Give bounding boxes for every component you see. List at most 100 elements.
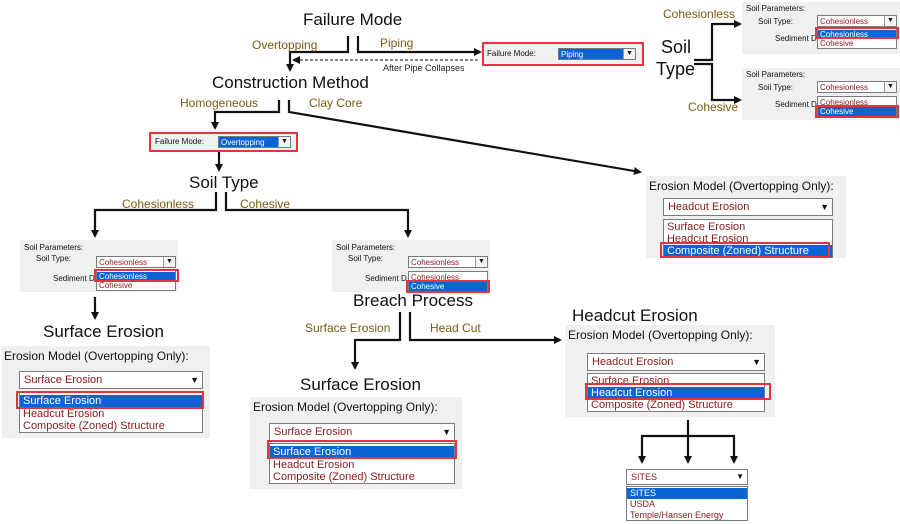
- sediment-label: Sediment D: [775, 100, 817, 109]
- soil-type-label: Soil Type:: [36, 254, 71, 263]
- chevron-down-icon[interactable]: ▼: [736, 472, 744, 481]
- label-overtopping: Overtopping: [252, 38, 318, 52]
- label-clay-core: Clay Core: [309, 96, 363, 110]
- chevron-down-icon[interactable]: ▼: [884, 82, 896, 92]
- chevron-down-icon[interactable]: ▼: [884, 16, 896, 26]
- label-legend-cohesionless: Cohesionless: [663, 7, 736, 21]
- erosion-model-options: Surface Erosion Headcut Erosion Composit…: [663, 219, 833, 258]
- erosion-model-select[interactable]: Surface Erosion ▼: [269, 423, 455, 441]
- soil-params-title: Soil Parameters:: [746, 70, 806, 79]
- failure-mode-value: Overtopping: [221, 138, 265, 147]
- erosion-model-title: Erosion Model (Overtopping Only):: [568, 328, 753, 342]
- soil-type-value: Cohesionless: [411, 258, 460, 267]
- soil-type-label: Soil Type:: [758, 17, 793, 26]
- option-temple-hansen[interactable]: Temple/Hansen Energy: [630, 510, 724, 520]
- option-cohesionless[interactable]: Cohesionless: [820, 98, 869, 107]
- node-headcut-erosion: Headcut Erosion: [572, 306, 698, 325]
- soil-type-label: Soil Type:: [758, 83, 793, 92]
- option-cohesive[interactable]: Cohesive: [818, 107, 896, 116]
- sediment-label: Sediment D: [53, 274, 95, 283]
- node-failure-mode: Failure Mode: [303, 10, 403, 29]
- edge-sites-1: [638, 420, 690, 464]
- soil-type-select[interactable]: Cohesionless ▼: [817, 15, 897, 27]
- node-surface-erosion-left: Surface Erosion: [43, 322, 164, 341]
- soil-type-value: Cohesionless: [820, 83, 869, 92]
- erosion-model-headcut: Erosion Model (Overtopping Only): Headcu…: [565, 325, 775, 417]
- failure-mode-piping-panel: Failure Mode: Piping ▼: [483, 43, 643, 65]
- label-cohesive: Cohesive: [240, 197, 291, 211]
- edge-legend-cohesive: [694, 62, 742, 104]
- erosion-model-clay-core: Erosion Model (Overtopping Only): Headcu…: [646, 176, 846, 258]
- chevron-down-icon[interactable]: ▼: [475, 257, 487, 267]
- option-composite-structure[interactable]: Composite (Zoned) Structure: [664, 245, 832, 257]
- failure-mode-label: Failure Mode:: [487, 49, 536, 58]
- erosion-model-surface-mid: Erosion Model (Overtopping Only): Surfac…: [250, 397, 462, 489]
- option-cohesive[interactable]: Cohesive: [820, 39, 854, 48]
- chevron-down-icon[interactable]: ▼: [278, 137, 290, 147]
- option-composite-structure[interactable]: Composite (Zoned) Structure: [23, 420, 165, 432]
- option-sites[interactable]: SITES: [627, 488, 747, 499]
- node-surface-erosion-mid: Surface Erosion: [300, 375, 421, 394]
- soil-params-title: Soil Parameters:: [24, 243, 84, 252]
- option-headcut-erosion[interactable]: Headcut Erosion: [23, 408, 105, 420]
- failure-mode-select[interactable]: Overtopping ▼: [218, 136, 291, 148]
- erosion-model-title: Erosion Model (Overtopping Only):: [649, 179, 834, 193]
- erosion-model-value: Headcut Erosion: [668, 201, 750, 213]
- option-surface-erosion[interactable]: Surface Erosion: [270, 446, 454, 458]
- option-headcut-erosion[interactable]: Headcut Erosion: [588, 387, 764, 399]
- chevron-down-icon[interactable]: ▼: [163, 257, 175, 267]
- chevron-down-icon[interactable]: ▼: [752, 357, 761, 367]
- failure-mode-value: Piping: [561, 50, 584, 59]
- option-cohesionless[interactable]: Cohesionless: [818, 30, 896, 39]
- edge-sites-3: [688, 434, 738, 464]
- erosion-model-options: Surface Erosion Headcut Erosion Composit…: [19, 392, 203, 433]
- sites-options: SITES USDA Temple/Hansen Energy: [626, 486, 748, 521]
- label-cohesionless: Cohesionless: [122, 197, 195, 211]
- chevron-down-icon[interactable]: ▼: [820, 202, 829, 212]
- erosion-model-select[interactable]: Headcut Erosion ▼: [587, 353, 765, 371]
- option-composite-structure[interactable]: Composite (Zoned) Structure: [591, 399, 733, 411]
- note-after-pipe-collapses: After Pipe Collapses: [383, 63, 465, 73]
- failure-mode-label: Failure Mode:: [155, 137, 204, 146]
- node-type-legend: Type: [656, 59, 696, 79]
- label-head-cut: Head Cut: [430, 321, 481, 335]
- sites-select[interactable]: SITES ▼: [626, 469, 748, 485]
- option-headcut-erosion[interactable]: Headcut Erosion: [667, 233, 749, 245]
- soil-type-options: Cohesionless Cohesive: [96, 270, 176, 291]
- option-cohesionless[interactable]: Cohesionless: [411, 273, 460, 282]
- erosion-model-select[interactable]: Headcut Erosion ▼: [663, 198, 833, 216]
- soil-type-options: Cohesionless Cohesive: [817, 28, 897, 49]
- node-soil-legend: Soil: [661, 37, 692, 57]
- soil-params-title: Soil Parameters:: [746, 4, 806, 13]
- option-surface-erosion[interactable]: Surface Erosion: [667, 221, 746, 233]
- soil-type-select[interactable]: Cohesionless ▼: [96, 256, 176, 268]
- soil-params-cohesionless-legend: Soil Parameters: Soil Type: Sediment D C…: [742, 2, 900, 54]
- soil-params-cohesive: Soil Parameters: Soil Type: Sediment D C…: [332, 240, 490, 292]
- option-cohesive[interactable]: Cohesive: [409, 282, 487, 291]
- soil-type-options: Cohesionless Cohesive: [408, 271, 488, 291]
- chevron-down-icon[interactable]: ▼: [623, 49, 635, 59]
- option-composite-structure[interactable]: Composite (Zoned) Structure: [273, 471, 415, 483]
- option-headcut-erosion[interactable]: Headcut Erosion: [273, 459, 355, 471]
- option-surface-erosion[interactable]: Surface Erosion: [591, 375, 670, 387]
- option-usda[interactable]: USDA: [630, 499, 656, 509]
- option-surface-erosion[interactable]: Surface Erosion: [20, 395, 202, 407]
- failure-mode-select[interactable]: Piping ▼: [558, 48, 636, 60]
- label-legend-cohesive: Cohesive: [688, 100, 739, 114]
- soil-params-cohesive-legend: Soil Parameters: Soil Type: Sediment D C…: [742, 68, 900, 120]
- chevron-down-icon[interactable]: ▼: [442, 427, 451, 437]
- erosion-model-select[interactable]: Surface Erosion ▼: [19, 371, 203, 389]
- edge-legend-cohesionless: [694, 20, 742, 62]
- soil-type-select[interactable]: Cohesionless ▼: [817, 81, 897, 93]
- erosion-model-title: Erosion Model (Overtopping Only):: [253, 400, 438, 414]
- sites-dropdown-panel: SITES ▼ SITES USDA Temple/Hansen Energy: [626, 466, 751, 522]
- erosion-model-surface-left: Erosion Model (Overtopping Only): Surfac…: [2, 346, 210, 438]
- option-cohesionless[interactable]: Cohesionless: [97, 272, 175, 281]
- sites-value: SITES: [631, 472, 658, 482]
- edge-piping: [356, 36, 482, 56]
- chevron-down-icon[interactable]: ▼: [190, 375, 199, 385]
- sediment-label: Sediment D: [365, 274, 407, 283]
- option-cohesive[interactable]: Cohesive: [99, 281, 133, 290]
- soil-type-select[interactable]: Cohesionless ▼: [408, 256, 488, 268]
